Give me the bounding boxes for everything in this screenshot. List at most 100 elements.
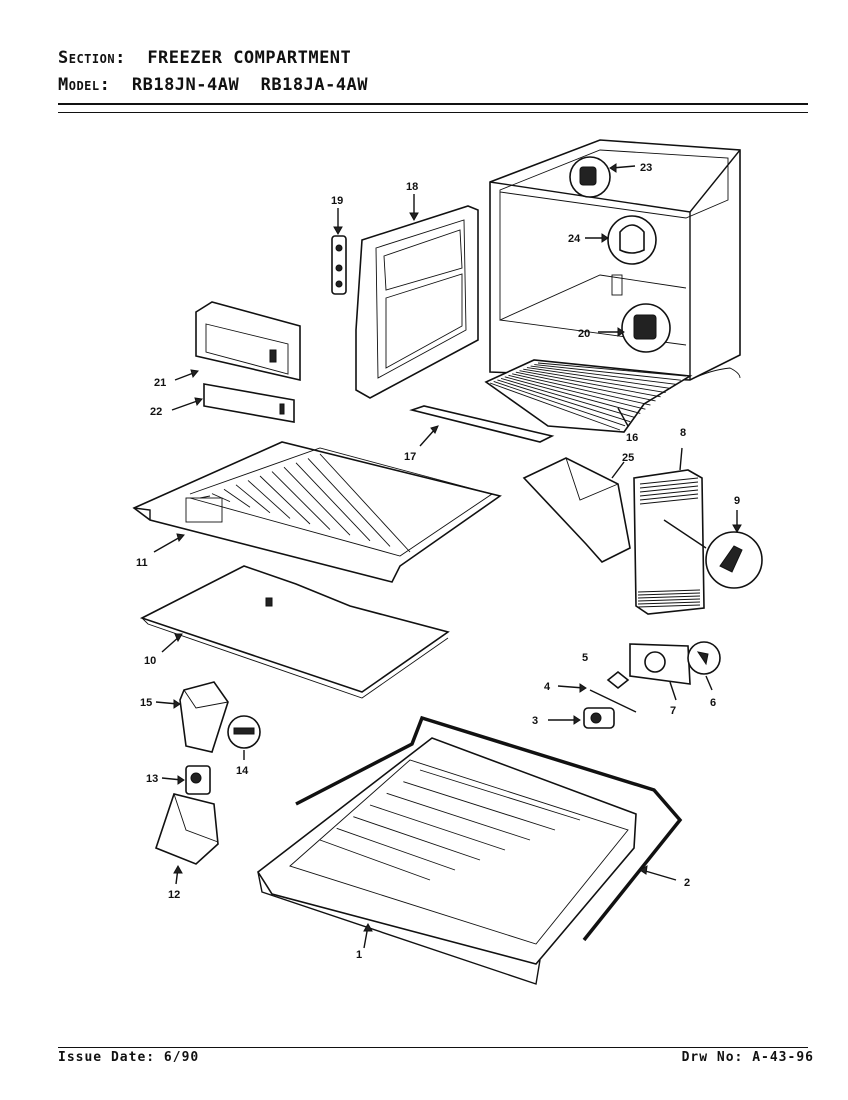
shelf-wire: [512, 373, 651, 406]
floor-rib: [271, 471, 331, 530]
control-part-20: [598, 303, 671, 353]
callout-23: 23: [640, 162, 652, 174]
issue-date: Issue Date: 6/90: [58, 1050, 200, 1065]
floor-rib: [247, 480, 291, 519]
callout-22: 22: [150, 406, 162, 418]
cover-grille-slot: [639, 477, 699, 485]
model-header: Model: RB18JN-4AW RB18JA-4AW: [58, 75, 368, 95]
shelf-wire: [537, 362, 687, 377]
fan-assembly-parts-3-7: [548, 641, 721, 729]
shelf-wire: [526, 367, 671, 389]
cover-grille-slot: [639, 489, 699, 497]
pan-rib: [353, 816, 481, 861]
clip-part-14: [227, 715, 261, 760]
pan-rib: [386, 792, 531, 841]
floor-rib: [295, 462, 371, 542]
shelf-wire: [508, 374, 646, 410]
cover-grille-slot: [639, 485, 699, 493]
ice-bracket-part-15: [155, 681, 229, 753]
cover-grille-slot: [637, 589, 701, 593]
floor-rib: [235, 484, 271, 514]
shelf-wire: [497, 379, 631, 423]
cover-grille-slot: [639, 493, 699, 501]
callout-7: 7: [670, 705, 676, 717]
pan-rib: [403, 781, 556, 831]
wire-shelf-part-16: [484, 359, 693, 433]
cover-grille-slot: [639, 497, 699, 505]
freezer-floor-part-11: [132, 441, 502, 583]
panel-part-21: [174, 301, 301, 382]
callout-11: 11: [136, 557, 148, 569]
callout-15: 15: [140, 697, 152, 709]
callout-16: 16: [626, 432, 638, 444]
callout-14: 14: [236, 765, 249, 777]
callout-24: 24: [568, 233, 581, 245]
callout-13: 13: [146, 773, 158, 785]
callout-4: 4: [544, 681, 551, 693]
light-socket-part-23: [569, 156, 636, 198]
shelf-wire: [500, 377, 636, 418]
floor-rib: [223, 488, 251, 508]
callout-18: 18: [406, 181, 418, 193]
cover-grille-slot: [639, 481, 699, 489]
cover-grille-slot: [637, 601, 701, 605]
cover-grille-slot: [637, 592, 701, 596]
shelf-wire: [534, 364, 681, 381]
shelf-rail-part-17: [409, 405, 555, 447]
callout-10: 10: [144, 655, 156, 667]
shelf-wire: [530, 365, 676, 385]
callout-2: 2: [684, 877, 690, 889]
callout-labels: 1 2 3 4 5 6 7 8 9 10 11 12 13 14 15 16 1…: [136, 162, 740, 961]
cover-grille-slot: [637, 598, 701, 602]
shelf-wire: [515, 371, 656, 402]
freezer-door-part-18: [355, 194, 479, 399]
air-duct-part-25: [522, 457, 631, 563]
section-value: FREEZER COMPARTMENT: [147, 48, 352, 68]
callout-5: 5: [582, 652, 588, 664]
knob-part-9: [663, 510, 763, 589]
cube-guide-part-13: [161, 765, 211, 795]
callout-1: 1: [356, 949, 362, 961]
liner-pan-part-1: [256, 737, 637, 985]
header-rule-top: [58, 103, 808, 105]
hinge-part-19: [331, 208, 347, 295]
trim-part-2: [295, 715, 683, 942]
pan-rib: [336, 827, 456, 871]
cabinet-liner: [489, 139, 741, 381]
drawing-number: Drw No: A-43-96: [681, 1050, 814, 1065]
pan-rib: [319, 839, 431, 881]
callout-17: 17: [404, 451, 416, 463]
callout-8: 8: [680, 427, 686, 439]
plate-part-22: [171, 383, 295, 423]
callout-9: 9: [734, 495, 740, 507]
light-bulb-part-24: [585, 215, 657, 265]
shelf-wire: [523, 368, 666, 394]
evaporator-cover-part-8: [633, 447, 705, 615]
cover-grille-slot: [637, 595, 701, 599]
ice-bucket-part-12: [155, 793, 219, 885]
shelf-wire: [519, 370, 661, 398]
callout-19: 19: [331, 195, 343, 207]
cover-grille-slot: [637, 604, 701, 608]
callout-3: 3: [532, 715, 538, 727]
shelf-wire: [493, 381, 626, 427]
model-value: RB18JN-4AW RB18JA-4AW: [131, 75, 369, 95]
callout-20: 20: [578, 328, 590, 340]
floor-rib: [283, 466, 351, 536]
floor-rib: [319, 453, 411, 553]
section-label: Section:: [58, 48, 126, 68]
floor-rib: [307, 458, 391, 547]
callout-6: 6: [710, 697, 716, 709]
model-label: Model:: [58, 75, 111, 95]
callout-21: 21: [154, 377, 166, 389]
pan-rib: [369, 804, 506, 851]
callout-25: 25: [622, 452, 634, 464]
pan-rib: [419, 769, 581, 821]
footer-rule: [58, 1047, 808, 1048]
shelf-wire: [489, 382, 621, 431]
insulation-part-10: [139, 565, 450, 699]
floor-rib: [259, 475, 311, 525]
shelf-wire: [504, 376, 641, 414]
header-rule-bottom: [58, 112, 808, 113]
